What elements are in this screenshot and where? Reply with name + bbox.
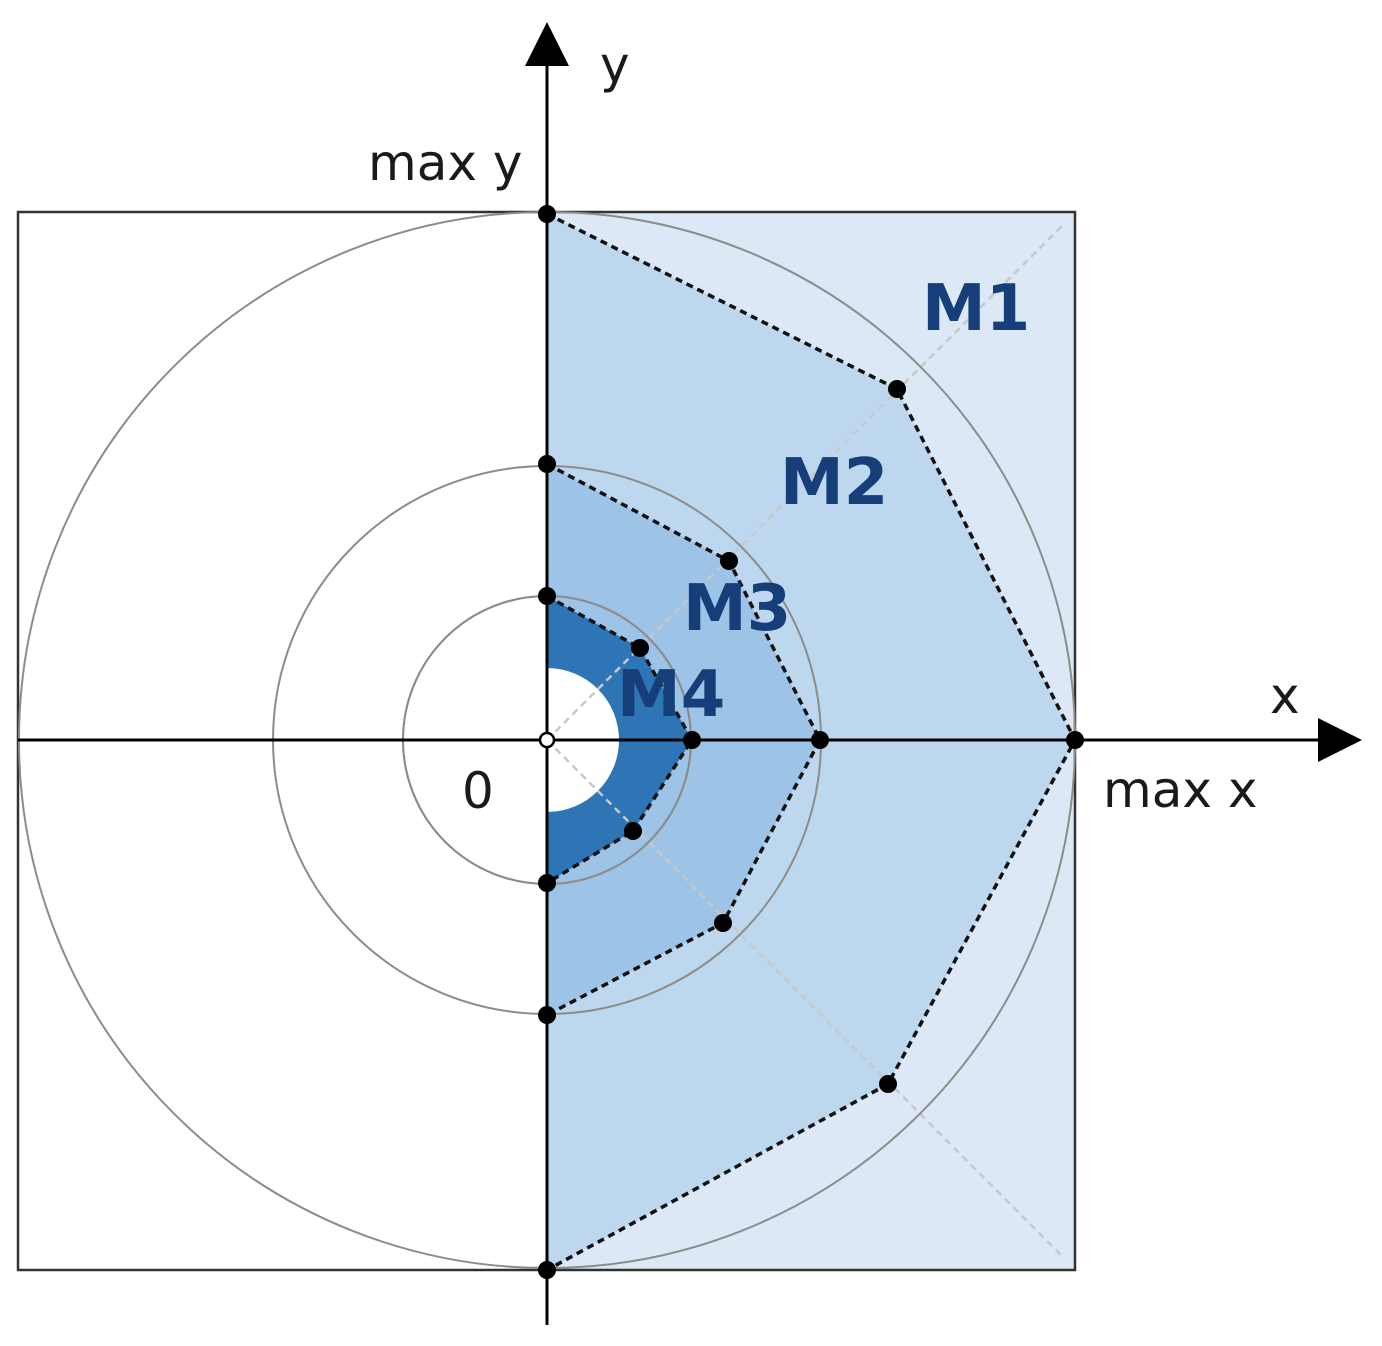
vertex-m3-diag-up	[631, 639, 649, 657]
vertex-m1-diag-up	[888, 380, 906, 398]
vertex-m2-bottom	[538, 1006, 556, 1024]
max-x-label: max x	[1103, 761, 1257, 819]
m3-boundary	[546, 594, 695, 885]
region-label-m2: M2	[780, 446, 888, 520]
vertex-m3-bottom	[538, 874, 556, 892]
origin-point	[538, 731, 556, 749]
vertex-m1-right	[1066, 731, 1084, 749]
vertex-m2-diag-up	[720, 552, 738, 570]
vertex-points	[538, 205, 1084, 1279]
y-axis-arrow-icon	[525, 22, 569, 66]
region-label-m4: M4	[617, 658, 725, 732]
region-label-m3: M3	[683, 572, 791, 646]
vertex-m2-right	[811, 731, 829, 749]
vertex-m3-top	[538, 587, 556, 605]
m2-boundary	[546, 462, 822, 1017]
origin-label: 0	[462, 762, 494, 820]
vertex-m1-diag-down	[879, 1075, 897, 1093]
vertex-m1-top	[538, 205, 556, 223]
max-y-label: max y	[368, 134, 522, 192]
vertex-m1-bottom	[538, 1261, 556, 1279]
diagonal-up	[546, 225, 1063, 741]
region-label-m1: M1	[922, 272, 1030, 346]
vertex-m2-diag-down	[714, 914, 732, 932]
x-axis-arrow-icon	[1318, 718, 1362, 762]
y-axis-label: y	[600, 36, 630, 94]
vertex-m3-right	[683, 731, 701, 749]
vertex-m3-diag-down	[624, 822, 642, 840]
vertex-m2-top	[538, 455, 556, 473]
x-axis-label: x	[1270, 667, 1300, 725]
